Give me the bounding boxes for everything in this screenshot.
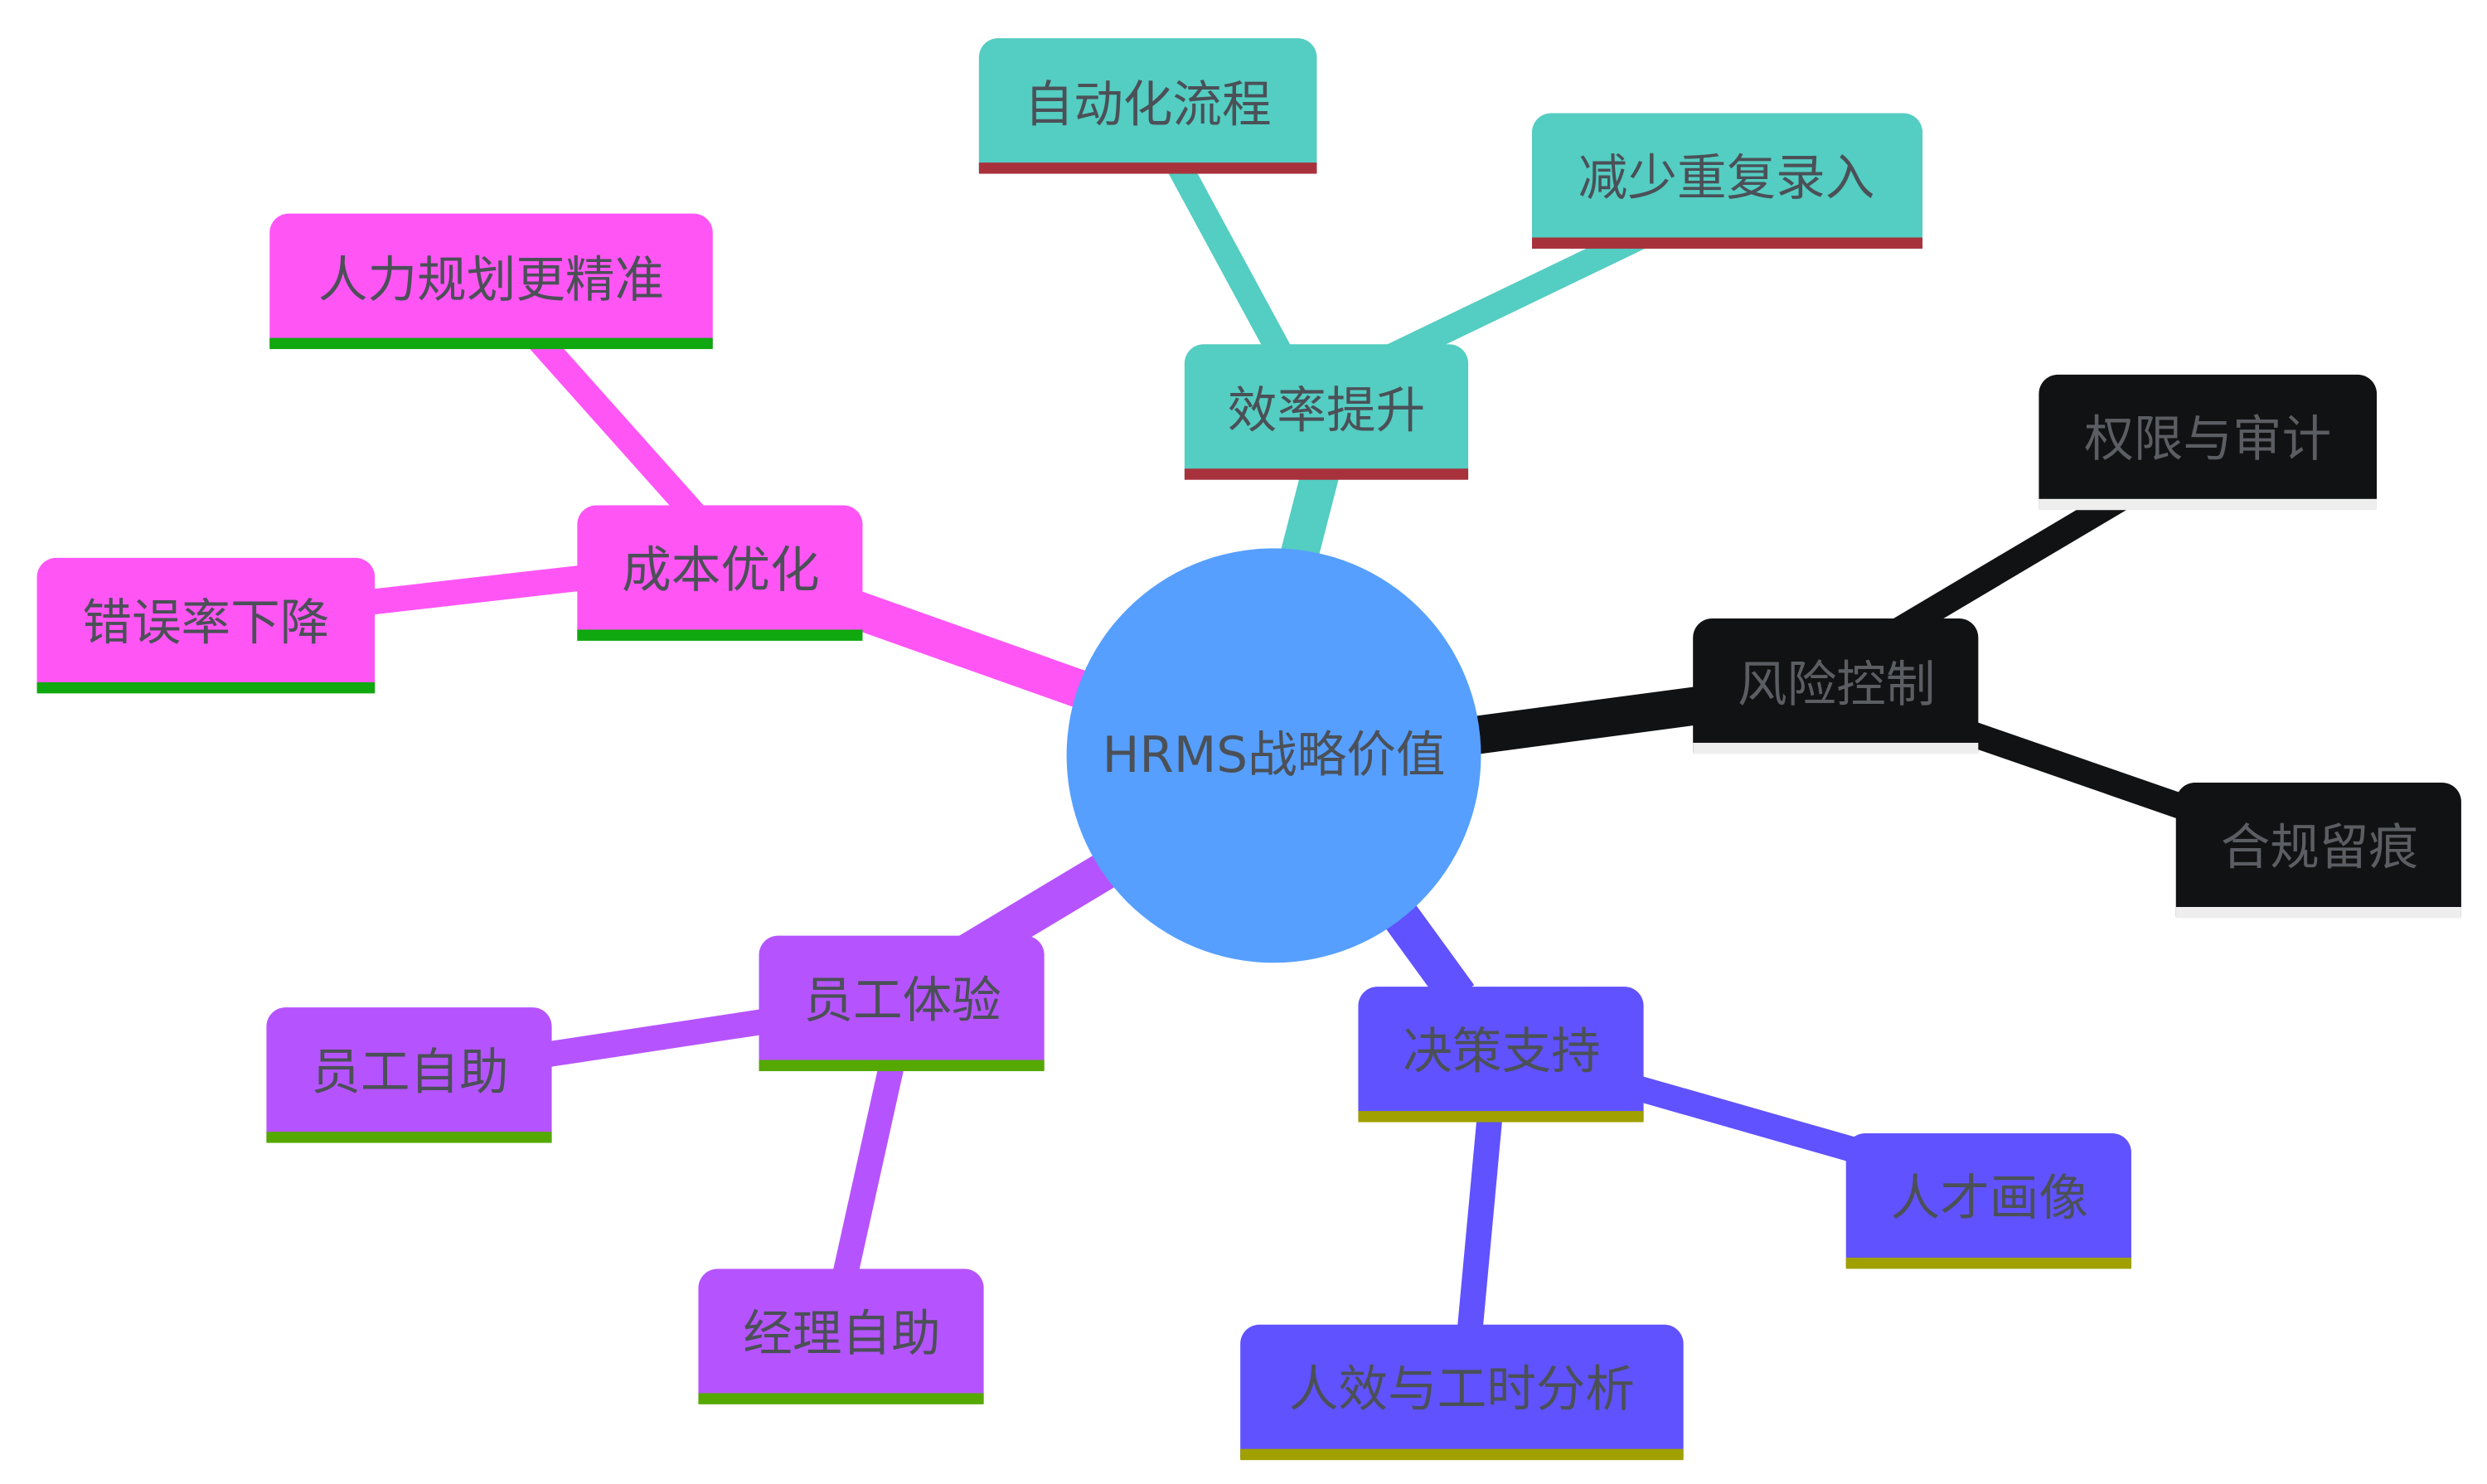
node-talent-profile[interactable]: 人才画像 — [1845, 1133, 2131, 1269]
node-efficiency-analysis[interactable]: 人效与工时分析 — [1240, 1324, 1684, 1461]
root-node[interactable]: HRMS战略价值 — [1066, 548, 1481, 963]
edge-risk-compliance — [1956, 718, 2204, 826]
edge-root-cost — [838, 587, 1099, 712]
node-label: 员工体验 — [803, 972, 1001, 1030]
edge-decision-efficiency-analysis — [1457, 1106, 1504, 1332]
node-compliance-trace[interactable]: 合规留痕 — [2175, 783, 2461, 919]
node-manager-self-service[interactable]: 经理自助 — [698, 1268, 984, 1404]
node-reduce-reentry[interactable]: 减少重复录入 — [1532, 113, 1923, 249]
node-permission-audit[interactable]: 权限与审计 — [2039, 374, 2378, 511]
node-label: 人效与工时分析 — [1289, 1361, 1635, 1419]
node-label: 效率提升 — [1228, 383, 1425, 440]
node-decision[interactable]: 决策支持 — [1358, 987, 1644, 1123]
node-label: 人才画像 — [1891, 1170, 2088, 1227]
node-label: 经理自助 — [743, 1306, 940, 1363]
node-employee-self-service[interactable]: 员工自助 — [266, 1007, 552, 1143]
edge-efficiency-reduce — [1381, 224, 1648, 371]
node-risk[interactable]: 风险控制 — [1693, 618, 1979, 754]
node-label: 员工自助 — [311, 1044, 508, 1101]
node-label: 减少重复录入 — [1578, 150, 1875, 207]
node-label: 人力规划更精准 — [318, 252, 664, 309]
edge-cost-error — [365, 564, 592, 616]
edge-risk-permission — [1890, 483, 2135, 643]
node-label: 错误率下降 — [82, 594, 329, 652]
edge-experience-self — [540, 1007, 776, 1069]
node-efficiency[interactable]: 效率提升 — [1184, 344, 1469, 480]
node-error-reduction[interactable]: 错误率下降 — [36, 557, 376, 694]
edge-cost-planning — [524, 326, 704, 522]
edge-experience-manager — [832, 1057, 906, 1278]
node-label: 自动化流程 — [1025, 76, 1272, 133]
node-label: 权限与审计 — [2084, 411, 2331, 468]
node-label: 成本优化 — [622, 542, 819, 599]
node-cost[interactable]: 成本优化 — [577, 505, 863, 641]
root-label: HRMS战略价值 — [1103, 727, 1446, 784]
node-label: 风险控制 — [1738, 657, 1935, 714]
node-label: 合规留痕 — [2221, 819, 2418, 876]
edge-efficiency-automation — [1168, 161, 1295, 365]
node-label: 决策支持 — [1403, 1023, 1600, 1080]
node-automation[interactable]: 自动化流程 — [978, 38, 1317, 174]
edge-decision-talent — [1630, 1074, 1861, 1163]
edge-root-risk — [1464, 685, 1709, 756]
edge-root-decision — [1379, 897, 1475, 1008]
node-experience[interactable]: 员工体验 — [759, 935, 1045, 1072]
edges — [365, 161, 2204, 1332]
node-workforce-planning[interactable]: 人力规划更精准 — [269, 213, 713, 350]
